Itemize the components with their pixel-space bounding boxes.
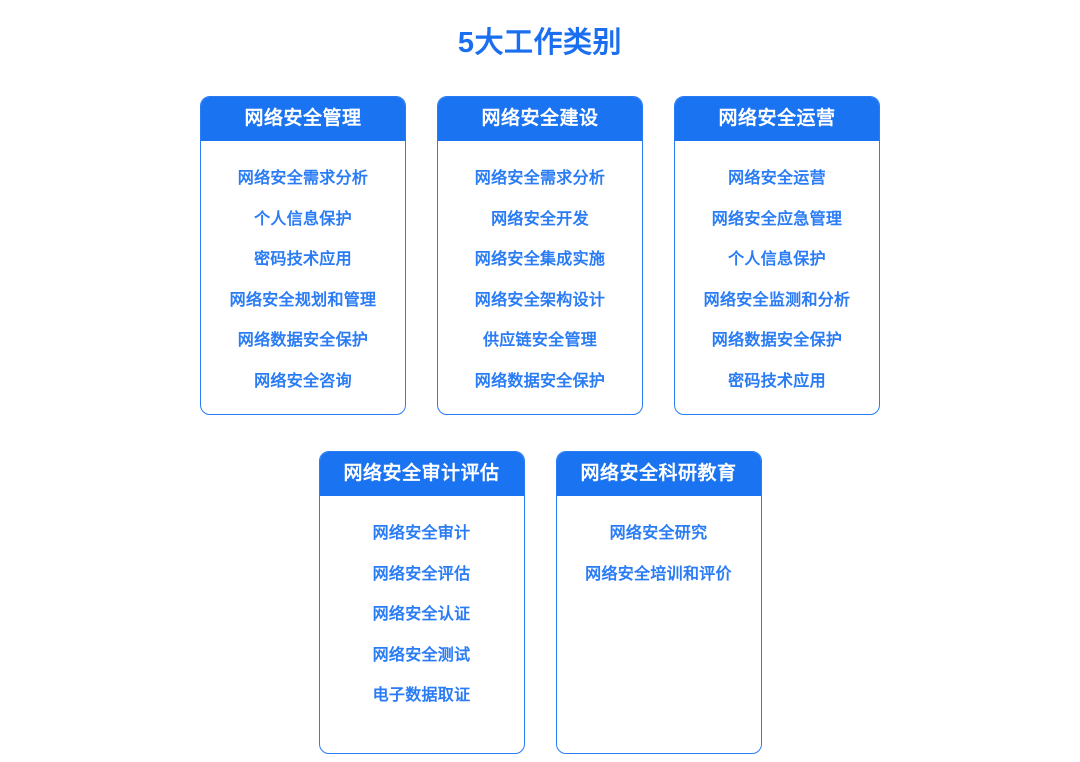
category-item[interactable]: 密码技术应用 bbox=[254, 251, 352, 269]
category-card-title: 网络安全审计评估 bbox=[319, 452, 524, 496]
category-item[interactable]: 网络安全集成实施 bbox=[474, 251, 606, 269]
category-item[interactable]: 个人信息保护 bbox=[254, 210, 352, 228]
category-card-items: 网络安全运营 网络安全应急管理 个人信息保护 网络安全监测和分析 网络数据安全保… bbox=[675, 141, 879, 414]
category-item[interactable]: 网络安全培训和评价 bbox=[585, 565, 732, 583]
category-card-title: 网络安全建设 bbox=[438, 97, 642, 141]
category-row-top: 网络安全管理 网络安全需求分析 个人信息保护 密码技术应用 网络安全规划和管理 … bbox=[0, 96, 1080, 415]
category-item[interactable]: 网络安全评估 bbox=[372, 565, 471, 583]
category-item[interactable]: 网络安全应急管理 bbox=[711, 210, 843, 228]
category-card-title: 网络安全运营 bbox=[675, 97, 879, 141]
category-item[interactable]: 网络安全需求分析 bbox=[474, 170, 606, 188]
category-item[interactable]: 网络安全需求分析 bbox=[237, 170, 369, 188]
category-card-items: 网络安全研究 网络安全培训和评价 bbox=[557, 496, 761, 753]
category-card-network-security-management[interactable]: 网络安全管理 网络安全需求分析 个人信息保护 密码技术应用 网络安全规划和管理 … bbox=[200, 96, 406, 415]
category-card-items: 网络安全审计 网络安全评估 网络安全认证 网络安全测试 电子数据取证 bbox=[320, 496, 524, 753]
category-item[interactable]: 网络安全测试 bbox=[372, 646, 471, 664]
category-card-network-security-research-education[interactable]: 网络安全科研教育 网络安全研究 网络安全培训和评价 bbox=[555, 451, 762, 754]
category-item[interactable]: 网络安全审计 bbox=[372, 525, 471, 543]
category-card-items: 网络安全需求分析 网络安全开发 网络安全集成实施 网络安全架构设计 供应链安全管… bbox=[438, 141, 642, 414]
category-card-title: 网络安全管理 bbox=[201, 97, 405, 141]
category-board: 网络安全管理 网络安全需求分析 个人信息保护 密码技术应用 网络安全规划和管理 … bbox=[0, 96, 1080, 754]
category-item[interactable]: 网络安全运营 bbox=[728, 170, 826, 188]
category-item[interactable]: 网络数据安全保护 bbox=[474, 372, 606, 390]
category-item[interactable]: 网络安全研究 bbox=[609, 525, 708, 543]
category-item[interactable]: 网络安全规划和管理 bbox=[229, 291, 377, 309]
category-card-title: 网络安全科研教育 bbox=[556, 452, 761, 496]
category-item[interactable]: 网络安全开发 bbox=[491, 210, 589, 228]
category-item[interactable]: 密码技术应用 bbox=[728, 372, 826, 390]
category-item[interactable]: 网络数据安全保护 bbox=[711, 332, 843, 350]
category-card-network-security-operations[interactable]: 网络安全运营 网络安全运营 网络安全应急管理 个人信息保护 网络安全监测和分析 … bbox=[674, 96, 880, 415]
category-item[interactable]: 网络安全咨询 bbox=[254, 372, 352, 390]
category-card-items: 网络安全需求分析 个人信息保护 密码技术应用 网络安全规划和管理 网络数据安全保… bbox=[201, 141, 405, 414]
category-card-network-security-audit-assessment[interactable]: 网络安全审计评估 网络安全审计 网络安全评估 网络安全认证 网络安全测试 电子数… bbox=[318, 451, 525, 754]
page-title: 5大工作类别 bbox=[457, 27, 623, 59]
category-item[interactable]: 网络安全监测和分析 bbox=[703, 291, 851, 309]
category-item[interactable]: 网络安全架构设计 bbox=[474, 291, 606, 309]
category-item[interactable]: 网络数据安全保护 bbox=[237, 332, 369, 350]
category-item[interactable]: 个人信息保护 bbox=[728, 251, 826, 269]
category-row-bottom: 网络安全审计评估 网络安全审计 网络安全评估 网络安全认证 网络安全测试 电子数… bbox=[0, 451, 1080, 754]
category-item[interactable]: 电子数据取证 bbox=[372, 687, 471, 705]
category-item[interactable]: 供应链安全管理 bbox=[482, 332, 598, 350]
category-item[interactable]: 网络安全认证 bbox=[372, 606, 471, 624]
category-card-network-security-construction[interactable]: 网络安全建设 网络安全需求分析 网络安全开发 网络安全集成实施 网络安全架构设计… bbox=[437, 96, 643, 415]
